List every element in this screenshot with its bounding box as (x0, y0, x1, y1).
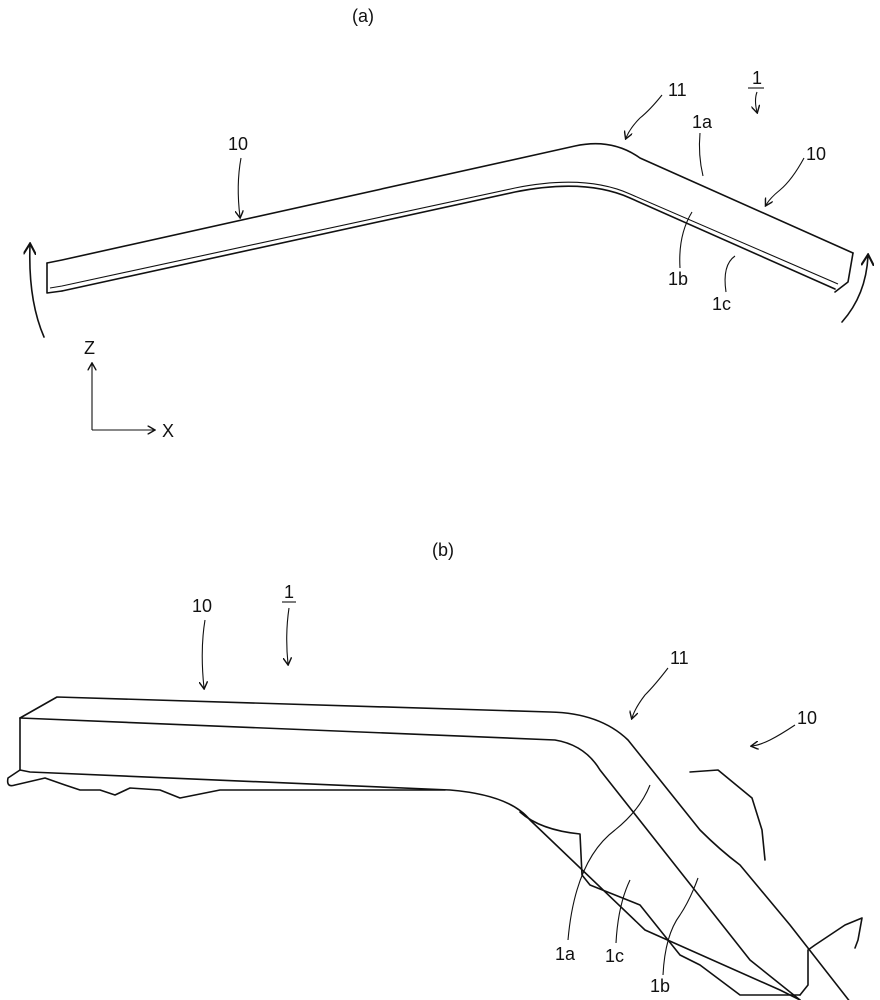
panel-b: (b) 10 1 11 10 1a (8, 540, 862, 1000)
ref-10-right-a: 10 (766, 144, 826, 205)
ref-1c-a: 1c (712, 256, 735, 314)
rotation-arrow-right-icon (842, 256, 868, 322)
label-1: 1 (284, 582, 294, 602)
axis-x-label: X (162, 421, 174, 441)
label-1b: 1b (668, 269, 688, 289)
label-11: 11 (668, 80, 687, 100)
label-1c: 1c (712, 294, 731, 314)
ref-10-right-b: 10 (752, 708, 817, 746)
label-1c: 1c (605, 946, 624, 966)
label-10: 10 (797, 708, 817, 728)
ref-1-b: 1 (282, 582, 296, 664)
label-1b: 1b (650, 976, 670, 996)
ref-1b-b: 1b (650, 878, 698, 996)
ref-11-b: 11 (632, 648, 689, 718)
caption-a: (a) (352, 6, 374, 26)
ref-1a-b: 1a (555, 785, 650, 964)
label-10: 10 (806, 144, 826, 164)
label-1: 1 (752, 68, 762, 88)
axis-z-label: Z (84, 338, 95, 358)
rotation-arrow-left-icon (30, 245, 44, 337)
ref-1-a: 1 (748, 68, 764, 112)
caption-b: (b) (432, 540, 454, 560)
label-1a: 1a (692, 112, 713, 132)
ref-10-left-b: 10 (192, 596, 212, 688)
label-11: 11 (670, 648, 689, 668)
ref-10-left-a: 10 (228, 134, 248, 217)
label-10: 10 (228, 134, 248, 154)
bent-member-side-view (47, 144, 853, 293)
ref-11-a: 11 (626, 80, 687, 138)
axis-indicator: Z X (84, 338, 174, 441)
panel-a: (a) 1 11 1a 10 10 1b (30, 6, 868, 441)
label-1a: 1a (555, 944, 576, 964)
ref-1a-a: 1a (692, 112, 713, 176)
label-10: 10 (192, 596, 212, 616)
bent-member-perspective-view (8, 697, 862, 1000)
